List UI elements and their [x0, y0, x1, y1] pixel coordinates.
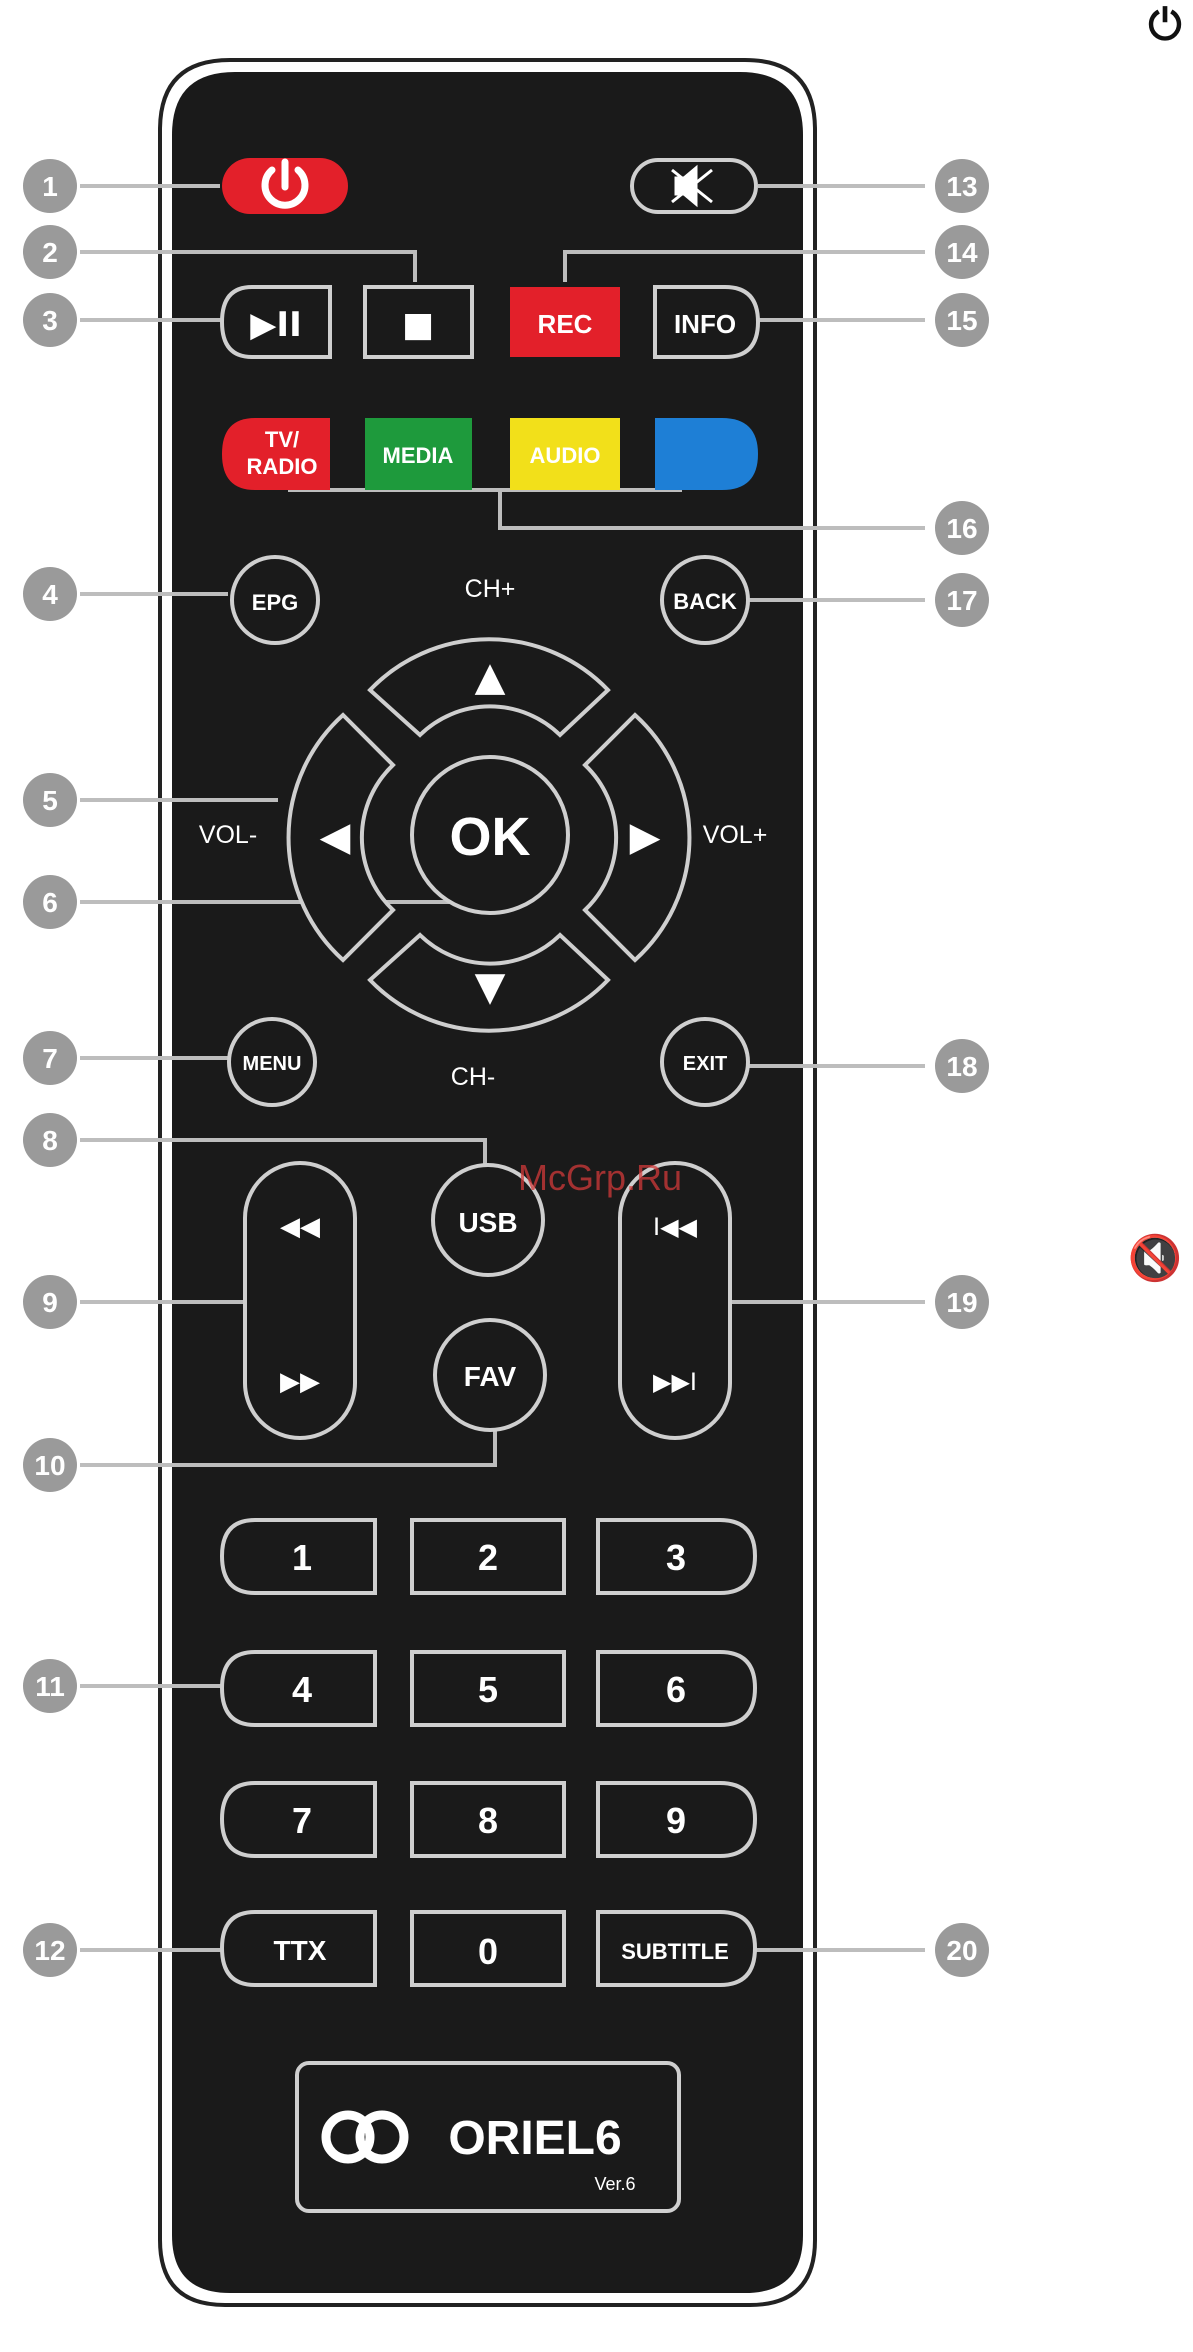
subtitle-label: SUBTITLE: [621, 1939, 729, 1964]
callout-number-9: 9: [42, 1287, 58, 1318]
next-icon: ▶▶I: [653, 1368, 697, 1396]
prev-icon: I◀◀: [653, 1213, 698, 1241]
ok-label: OK: [450, 807, 531, 867]
epg-label: EPG: [252, 590, 298, 615]
usb-label: USB: [458, 1207, 517, 1238]
back-label: BACK: [673, 589, 737, 614]
info-label: INFO: [674, 309, 736, 339]
digit-2-label: 2: [478, 1537, 498, 1578]
forward-icon: ▶▶: [280, 1367, 320, 1397]
audio-label: AUDIO: [530, 443, 601, 468]
power-side-icon: ⏻: [1135, 0, 1193, 50]
rewind-icon: ◀◀: [280, 1212, 320, 1242]
menu-label: MENU: [243, 1053, 302, 1075]
logo-version: Ver.6: [594, 2174, 635, 2194]
callout-number-14: 14: [946, 237, 978, 268]
blue-button[interactable]: [655, 418, 758, 490]
stop-label: ■: [402, 305, 434, 345]
tv-radio-label-1: TV/: [265, 427, 299, 452]
digit-8-label: 8: [478, 1800, 498, 1841]
digit-6-label: 6: [666, 1669, 686, 1710]
callout-number-20: 20: [946, 1935, 977, 1966]
digit-1-label: 1: [292, 1537, 312, 1578]
callout-number-4: 4: [42, 579, 58, 610]
prev-next-button[interactable]: [620, 1163, 730, 1438]
callout-number-12: 12: [34, 1935, 65, 1966]
dpad-left-icon: ◀: [320, 814, 351, 860]
tv-radio-label-2: RADIO: [247, 454, 318, 479]
callout-number-13: 13: [946, 171, 977, 202]
digit-3-label: 3: [666, 1537, 686, 1578]
logo-text: ORIEL6: [448, 2112, 621, 2165]
dpad-right-icon: ▶: [630, 814, 661, 860]
callout-number-6: 6: [42, 887, 58, 918]
callout-number-8: 8: [42, 1125, 58, 1156]
callout-number-5: 5: [42, 785, 58, 816]
vol-plus-label: VOL+: [703, 821, 768, 849]
digit-4-label: 4: [292, 1669, 312, 1710]
callout-number-17: 17: [946, 585, 977, 616]
media-label: MEDIA: [383, 443, 454, 468]
callout-number-7: 7: [42, 1043, 58, 1074]
fav-label: FAV: [464, 1361, 517, 1392]
ttx-label: TTX: [274, 1935, 327, 1966]
ch-plus-label: CH+: [465, 575, 516, 603]
callout-number-1: 1: [42, 171, 58, 202]
ch-minus-label: CH-: [451, 1063, 495, 1091]
callout-number-11: 11: [35, 1671, 65, 1702]
digit-7-label: 7: [292, 1800, 312, 1841]
callout-number-16: 16: [946, 513, 977, 544]
callout-number-2: 2: [42, 237, 58, 268]
mute-side-icon: 🔇: [1125, 1232, 1185, 1284]
callout-number-19: 19: [946, 1287, 977, 1318]
digit-5-label: 5: [478, 1669, 498, 1710]
dpad-up-icon: ▲: [475, 654, 506, 700]
exit-label: EXIT: [683, 1053, 727, 1075]
callout-number-3: 3: [42, 305, 58, 336]
play-pause-label: ▶II: [250, 305, 301, 345]
digit-9-label: 9: [666, 1800, 686, 1841]
dpad-down-icon: ▼: [475, 964, 506, 1010]
vol-minus-label: VOL-: [199, 821, 257, 849]
zero-label: 0: [478, 1931, 498, 1972]
callout-number-15: 15: [946, 305, 977, 336]
callout-number-10: 10: [34, 1450, 65, 1481]
rec-label: REC: [538, 309, 593, 339]
watermark: McGrp.Ru: [518, 1157, 682, 1198]
callout-number-18: 18: [946, 1051, 977, 1082]
